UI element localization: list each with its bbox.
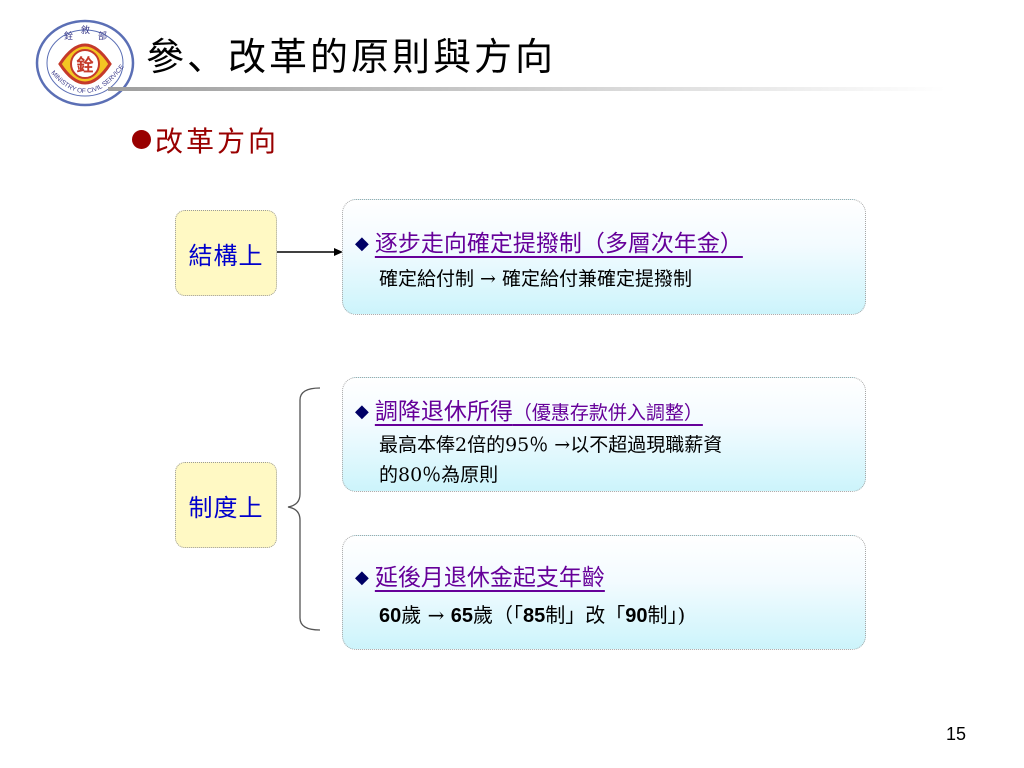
- diamond-bullet-icon: ◆: [355, 233, 369, 254]
- diamond-bullet-icon: ◆: [355, 401, 369, 422]
- card-3-line-1: 60歲 → 65歲（「85制」改「90制」): [379, 603, 686, 627]
- category-structure: 結構上: [175, 210, 277, 296]
- bullet-icon: [132, 130, 151, 149]
- logo-center-char: 銓: [77, 55, 94, 76]
- category-system-label: 制度上: [188, 493, 264, 522]
- logo-char-3: 部: [98, 30, 107, 42]
- logo-char-2: 敘: [81, 24, 90, 36]
- slide-title: 參、改革的原則與方向: [146, 35, 557, 79]
- card-reduce-retirement-income: ◆調降退休所得（優惠存款併入調整） 最高本俸2倍的95％ →以不超過現職薪資 的…: [342, 377, 866, 492]
- card-1-heading: ◆逐步走向確定提撥制（多層次年金）: [355, 231, 743, 257]
- category-system: 制度上: [175, 462, 277, 548]
- logo-char-1: 銓: [64, 30, 73, 42]
- diamond-bullet-icon: ◆: [355, 567, 369, 588]
- page-number: 15: [946, 724, 967, 744]
- ministry-logo: 銓 銓 敘 部 MINISTRY OF CIVIL SERVICE: [34, 18, 136, 108]
- section-heading: 改革方向: [132, 120, 279, 160]
- card-postpone-pension-age: ◆延後月退休金起支年齡 60歲 → 65歲（「85制」改「90制」): [342, 535, 866, 650]
- category-structure-label: 結構上: [188, 241, 264, 270]
- card-2-heading: ◆調降退休所得（優惠存款併入調整）: [355, 399, 703, 425]
- card-defined-contribution: ◆逐步走向確定提撥制（多層次年金） 確定給付制 → 確定給付兼確定提撥制: [342, 199, 866, 315]
- title-rule: [108, 87, 946, 91]
- section-heading-text: 改革方向: [155, 125, 280, 158]
- card-1-line-1: 確定給付制 → 確定給付兼確定提撥制: [379, 268, 692, 290]
- card-2-line-1: 最高本俸2倍的95％ →以不超過現職薪資: [379, 434, 723, 456]
- card-3-heading: ◆延後月退休金起支年齡: [355, 565, 605, 591]
- card-2-line-2: 的80％為原則: [379, 464, 499, 486]
